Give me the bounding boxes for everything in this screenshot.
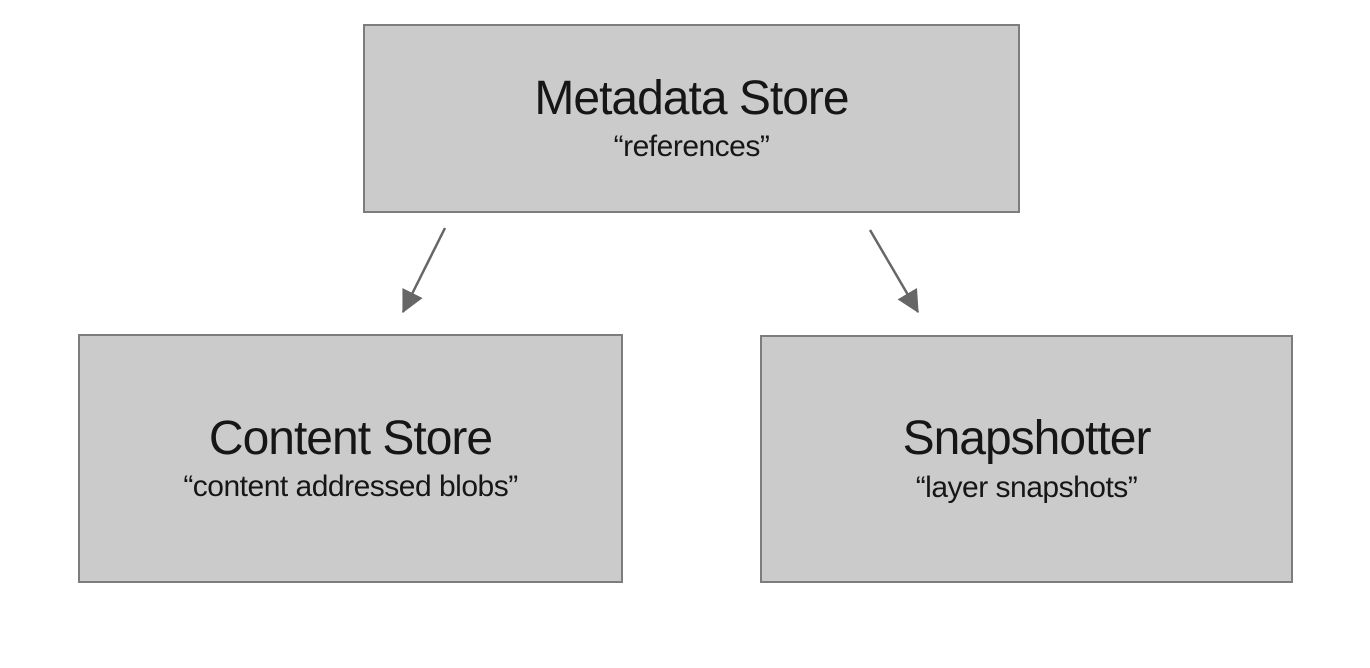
node-title: Content Store (208, 411, 493, 465)
node-subtitle: “references” (613, 130, 770, 164)
arrow-metadata-to-content-store (401, 227, 447, 314)
arrow-metadata-to-snapshotter (868, 229, 920, 314)
node-subtitle: “layer snapshots” (915, 470, 1138, 504)
node-metadata-store: Metadata Store “references” (363, 24, 1020, 213)
node-content-store: Content Store “content addressed blobs” (78, 334, 623, 583)
node-snapshotter: Snapshotter “layer snapshots” (760, 335, 1293, 583)
node-title: Snapshotter (902, 412, 1152, 466)
node-title: Metadata Store (534, 71, 849, 125)
node-subtitle: “content addressed blobs” (183, 470, 518, 504)
